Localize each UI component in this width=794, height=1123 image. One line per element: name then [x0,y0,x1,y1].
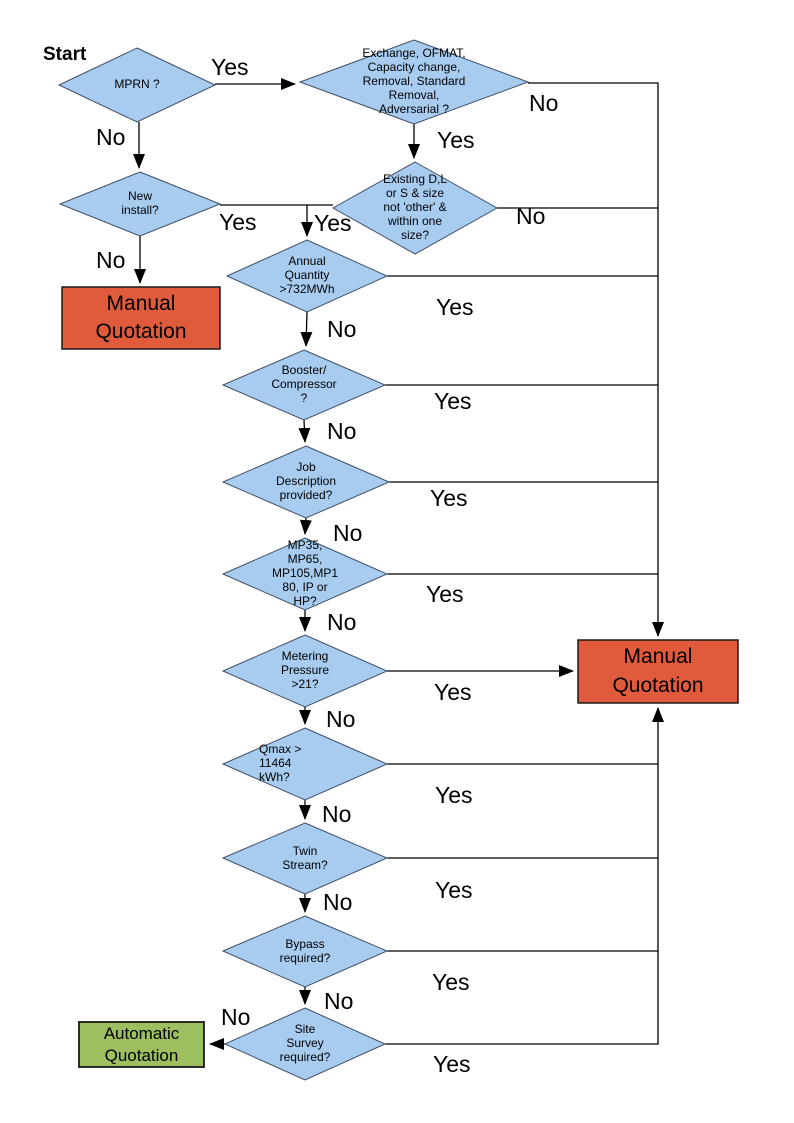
edge-label-existing-yes: Yes [314,210,352,236]
edge-site-yes-rail [385,707,664,1045]
decision-mprn-shape [57,47,217,123]
edge-annual-no [300,311,313,347]
decision-metering-shape [221,634,389,708]
edge-label-qmax-no: No [322,801,352,827]
edge-label-mprn-yes: Yes [211,54,249,80]
edge-label-booster-yes: Yes [434,388,472,414]
edge-label-new-install-no: No [96,247,126,273]
decision-exchange-shape [298,39,530,125]
decision-twin-shape [221,822,389,895]
edge-label-annual-no: No [327,316,357,342]
edge-label-new-install-yes: Yes [219,209,257,235]
decision-qmax-shape [221,727,389,801]
edge-label-site-yes: Yes [433,1051,471,1077]
edge-label-mp-yes: Yes [426,581,464,607]
edge-label-mprn-no: No [96,124,126,150]
terminal-manual-right-shape [577,639,739,704]
edge-job-no [299,517,312,535]
edge-label-exchange-yes: Yes [437,127,475,153]
decision-annual-shape [225,239,389,313]
terminal-automatic-shape [78,1021,205,1068]
edge-label-mp-no: No [327,609,357,635]
start-label: Start [43,44,87,65]
terminal-manual-left-shape [61,286,221,350]
edge-label-job-yes: Yes [430,485,468,511]
edge-label-existing-no: No [516,203,546,229]
edge-label-exchange-no: No [529,90,559,116]
edge-label-bypass-yes: Yes [432,969,470,995]
decision-existing-shape [331,161,499,255]
edge-label-bypass-no: No [324,988,354,1014]
edge-label-metering-yes: Yes [434,679,472,705]
edge-label-job-no: No [333,520,363,546]
edge-label-booster-no: No [327,418,357,444]
edge-label-twin-no: No [323,889,353,915]
decision-bypass-shape [221,915,389,988]
decision-mp-shape [221,537,389,611]
edge-exchange-no-rail [528,82,664,637]
edge-label-site-no: No [221,1004,251,1030]
decision-site-shape [223,1007,387,1081]
edge-label-twin-yes: Yes [435,877,473,903]
decision-booster-shape [221,349,387,421]
edge-booster-no [298,419,311,443]
decision-job-shape [221,445,391,519]
edge-label-qmax-yes: Yes [435,782,473,808]
decision-new-install-shape [58,171,222,237]
edge-label-annual-yes: Yes [436,294,474,320]
edge-label-metering-no: No [326,706,356,732]
